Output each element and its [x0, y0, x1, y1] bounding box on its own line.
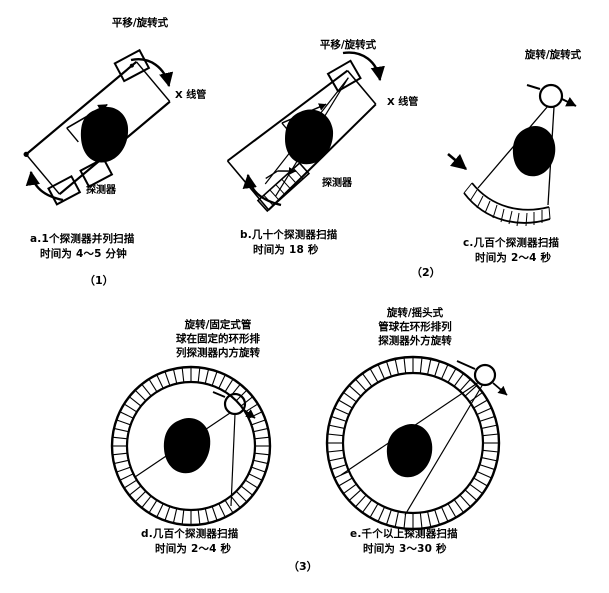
- group-1-number: （1）: [84, 274, 114, 287]
- panel-b-detector-label: 探测器: [322, 178, 352, 189]
- panel-d-drawing: [110, 365, 272, 527]
- panel-a-drawing: [23, 48, 174, 206]
- panel-e-caption-line2: 时间为 3～30 秒: [363, 543, 447, 555]
- panel-e-drawing: [325, 355, 508, 531]
- panel-c-caption-line2: 时间为 2～4 秒: [475, 252, 552, 264]
- panel-c-caption-line1: c.几百个探测器扫描: [463, 237, 560, 249]
- panel-c-drawing: [447, 83, 577, 227]
- panel-a-tube-label: X 线管: [175, 90, 207, 101]
- panel-b-tube-label: X 线管: [387, 97, 419, 108]
- panel-b-caption-line2: 时间为 18 秒: [253, 244, 319, 256]
- panel-d-caption-line2: 时间为 2～4 秒: [155, 543, 232, 555]
- panel-d-caption-line1: d.几百个探测器扫描: [141, 528, 239, 540]
- panel-c-heading: 旋转/旋转式: [524, 49, 582, 61]
- panel-b-caption-line1: b.几十个探测器扫描: [240, 229, 338, 241]
- panel-b-heading: 平移/旋转式: [319, 39, 377, 51]
- panel-e-caption-line1: e.千个以上探测器扫描: [350, 528, 458, 540]
- panel-e-heading: 旋转/摇头式 管球在环形排列 探测器外方旋转: [378, 307, 452, 347]
- panel-a-caption-line1: a.1个探测器并列扫描: [30, 233, 135, 245]
- head-phantom-a: [80, 106, 129, 163]
- group-2-number: （2）: [411, 266, 441, 279]
- panel-a-detector-label: 探测器: [86, 185, 116, 196]
- panel-b-drawing: [226, 51, 385, 213]
- group-3-number: （3）: [288, 560, 318, 573]
- panel-d-heading: 旋转/固定式管 球在固定的环形排 列探测器内方旋转: [176, 319, 260, 359]
- panel-a-caption-line2: 时间为 4～5 分钟: [40, 248, 127, 260]
- panel-a-heading: 平移/旋转式: [111, 17, 169, 29]
